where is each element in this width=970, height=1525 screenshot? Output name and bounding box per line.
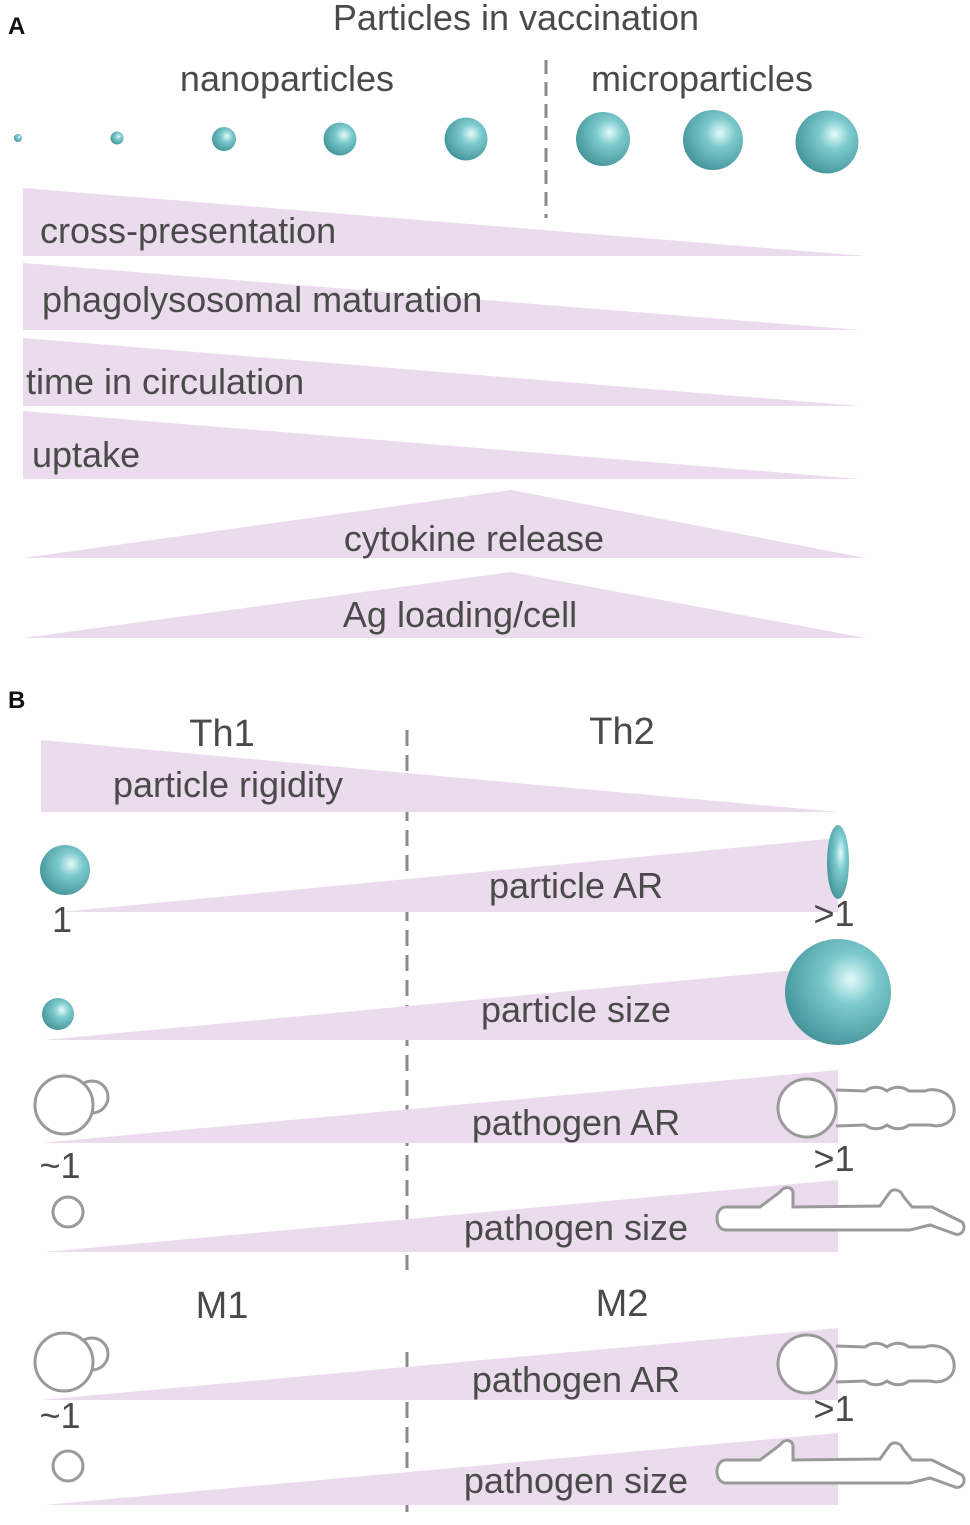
microparticles-label: microparticles: [591, 58, 813, 99]
particle-sphere: [795, 110, 859, 174]
particle-rigidity-wedge: [41, 740, 838, 812]
cytokine-release-label: cytokine release: [344, 518, 604, 559]
pathogen-chain-icon: [776, 1333, 956, 1395]
particle-sphere: [212, 127, 236, 151]
pathogen-ar-low-value-m: ~1: [39, 1395, 80, 1436]
pathogen-ar-label: pathogen AR: [472, 1102, 680, 1143]
pathogen-size-label-m: pathogen size: [464, 1460, 688, 1501]
particle-sphere: [444, 117, 488, 161]
particle-rigidity-label: particle rigidity: [113, 764, 343, 805]
particle-ar-high-value: >1: [813, 893, 854, 934]
pathogen-small-icon: [51, 1449, 85, 1483]
pathogen-filament-icon: [715, 1186, 966, 1236]
panel-a-title: Particles in vaccination: [333, 0, 699, 38]
particle-size-wedge: [44, 966, 838, 1040]
pathogen-size-label: pathogen size: [464, 1207, 688, 1248]
pathogen-size-wedge: [44, 1180, 838, 1252]
phagolysosomal-maturation-label: phagolysosomal maturation: [42, 279, 482, 320]
particle-sphere-small: [42, 998, 74, 1030]
pathogen-ar-label-m: pathogen AR: [472, 1359, 680, 1400]
particle-sphere: [683, 110, 743, 170]
ag-loading-wedge: [23, 572, 866, 638]
pathogen-ar-wedge: [40, 1070, 838, 1143]
particle-sphere-ar-1: [40, 845, 90, 895]
time-in-circulation-wedge: [23, 338, 860, 406]
pathogen-chain-icon: [776, 1077, 956, 1139]
pathogen-ar-wedge-m: [40, 1328, 838, 1400]
particle-sphere: [110, 131, 124, 145]
particle-ar-wedge: [60, 838, 838, 912]
particle-sphere: [323, 122, 357, 156]
time-in-circulation-label: time in circulation: [26, 361, 304, 402]
particle-sphere: [576, 112, 630, 166]
m1-label: M1: [196, 1285, 249, 1327]
nanoparticles-label: nanoparticles: [180, 58, 394, 99]
m2-label: M2: [596, 1283, 649, 1325]
particle-size-label: particle size: [481, 989, 671, 1030]
pathogen-round-icon: [33, 1331, 110, 1393]
particle-ar-label: particle AR: [489, 865, 663, 906]
pathogen-size-wedge-m: [44, 1433, 838, 1505]
ag-loading-label: Ag loading/cell: [343, 594, 577, 635]
uptake-wedge: [23, 411, 860, 479]
pathogen-ar-low-value: ~1: [39, 1145, 80, 1186]
particle-sphere: [14, 134, 22, 142]
phagolysosomal-maturation-wedge: [23, 263, 860, 330]
pathogen-ar-high-value: >1: [813, 1138, 854, 1179]
pathogen-round-icon: [33, 1074, 110, 1136]
cross-presentation-wedge: [23, 188, 866, 256]
particle-sphere-large: [785, 939, 891, 1045]
pathogen-filament-icon: [715, 1439, 966, 1489]
particle-size-series: [14, 110, 859, 174]
cytokine-release-wedge: [23, 490, 866, 558]
pathogen-ar-high-value-m: >1: [813, 1388, 854, 1429]
th2-label: Th2: [589, 711, 654, 753]
th1-label: Th1: [189, 713, 254, 755]
particle-ar-low-value: 1: [52, 899, 72, 940]
panel-b-letter: B: [8, 687, 25, 714]
cross-presentation-label: cross-presentation: [40, 210, 336, 251]
pathogen-small-icon: [51, 1195, 85, 1229]
panel-a-letter: A: [8, 13, 25, 40]
uptake-label: uptake: [32, 434, 140, 475]
particle-ellipsoid-ar-high: [827, 825, 849, 899]
